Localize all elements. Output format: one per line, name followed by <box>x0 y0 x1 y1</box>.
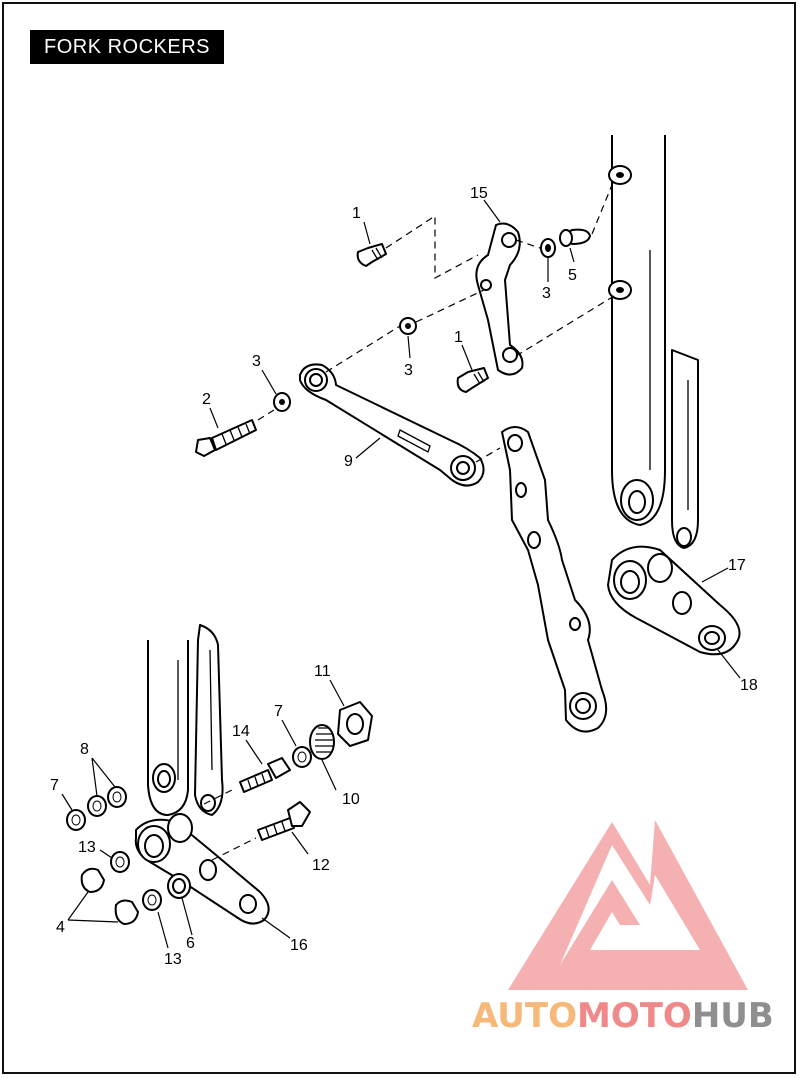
callout-15: 15 <box>470 185 488 202</box>
watermark-hub: HUB <box>692 996 774 1036</box>
callout-3-left: 3 <box>252 353 261 370</box>
callout-6: 6 <box>186 935 195 952</box>
rocker-right <box>607 545 741 656</box>
callout-13-lower: 13 <box>164 951 182 968</box>
rocker-arm-long <box>501 426 608 733</box>
connecting-rod-9 <box>195 363 485 487</box>
link-plate-15 <box>475 222 524 376</box>
callout-14: 14 <box>232 723 250 740</box>
rocker-left-16 <box>134 813 270 925</box>
upper-hardware <box>356 228 591 393</box>
callout-3-upper-right: 3 <box>542 285 551 302</box>
callout-11: 11 <box>314 663 331 680</box>
assembly-lines <box>203 179 615 861</box>
callouts: 1 15 3 5 3 1 3 2 9 17 18 11 7 14 8 7 10 … <box>50 185 758 968</box>
callout-18: 18 <box>740 677 758 694</box>
page-title: FORK ROCKERS <box>30 30 225 64</box>
right-fork-leg <box>608 135 699 549</box>
watermark-moto: MOTO <box>577 996 692 1036</box>
svg-text:AUTOMOTOHUB: AUTOMOTOHUB <box>472 996 774 1036</box>
callout-7-left: 7 <box>50 777 59 794</box>
callout-7-middle: 7 <box>274 703 283 720</box>
watermark-auto: AUTO <box>472 996 577 1036</box>
watermark-logo <box>508 820 748 990</box>
callout-2: 2 <box>202 391 211 408</box>
callout-10: 10 <box>342 791 360 808</box>
callout-1-lower: 1 <box>454 329 463 346</box>
callout-1-upper: 1 <box>352 205 361 222</box>
lower-hardware <box>66 701 373 925</box>
callout-8: 8 <box>80 741 89 758</box>
callout-9: 9 <box>344 453 353 470</box>
left-fork-leg <box>147 624 224 816</box>
callout-12: 12 <box>312 857 330 874</box>
callout-16: 16 <box>290 937 308 954</box>
leader-lines <box>61 199 741 949</box>
callout-5: 5 <box>568 267 577 284</box>
watermark-text: AUTOMOTOHUB <box>472 996 774 1036</box>
callout-13-upper: 13 <box>78 839 96 856</box>
callout-4: 4 <box>56 919 65 936</box>
callout-3-middle: 3 <box>404 362 413 379</box>
callout-17: 17 <box>728 557 746 574</box>
